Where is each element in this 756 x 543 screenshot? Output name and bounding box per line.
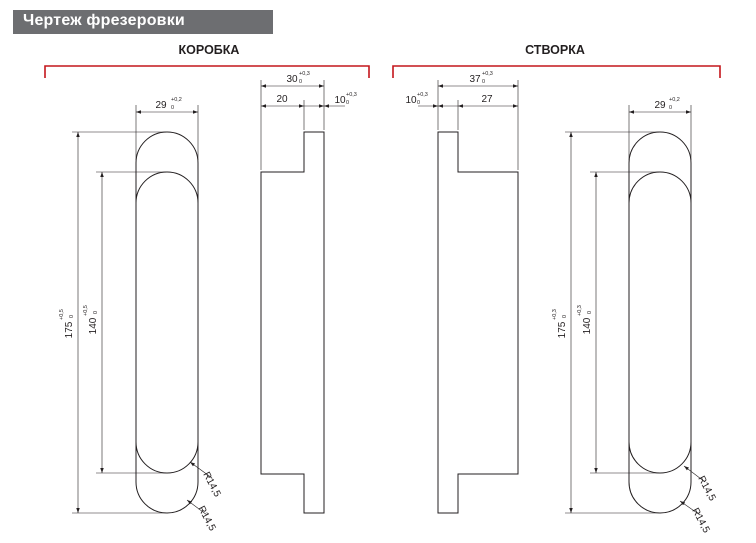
leaf-inner-length-value: 140 xyxy=(582,317,593,334)
box-section-dimensions xyxy=(260,80,345,170)
box-front-view xyxy=(135,131,199,514)
page-title: Чертеж фрезеровки xyxy=(23,12,185,29)
leaf-step-value: 10 xyxy=(405,95,417,106)
box-total-depth-tol-sup: +0,3 xyxy=(299,71,310,77)
leaf-inner-length-tol-sup: +0,3 xyxy=(577,305,583,316)
box-outer-length-value: 175 xyxy=(64,321,75,338)
box-step-tol-sub: 0 xyxy=(346,100,349,106)
box-radius-bottom-label: R14,5 xyxy=(195,504,217,533)
box-inner-length-tol-sup: +0,5 xyxy=(83,305,89,316)
section-label-leaf: СТВОРКА xyxy=(525,43,585,57)
leaf-inner-length-tol-sub: 0 xyxy=(587,311,593,314)
leaf-radius-bottom-label: R14,5 xyxy=(689,506,711,535)
box-step-tol-sup: +0,3 xyxy=(346,92,357,98)
leaf-outer-length-tol-sup: +0,3 xyxy=(552,309,558,320)
box-width-value: 29 xyxy=(155,100,167,111)
box-inner-length-value: 140 xyxy=(88,317,99,334)
box-inner-length-tol-sub: 0 xyxy=(93,311,99,314)
box-length-dimensions xyxy=(72,131,166,514)
leaf-length-dimensions xyxy=(565,131,659,514)
leaf-width-dimension xyxy=(628,105,692,160)
leaf-width-tol-sup: +0,2 xyxy=(669,97,680,103)
leaf-step-tol-sub: 0 xyxy=(417,100,420,106)
leaf-radius-top-label: R14,5 xyxy=(695,474,717,503)
leaf-width-tol-sub: 0 xyxy=(669,105,672,111)
box-width-tol-sub: 0 xyxy=(171,105,174,111)
box-radius-top-label: R14,5 xyxy=(200,470,222,499)
section-label-box: КОРОБКА xyxy=(179,43,240,57)
leaf-step-tol-sup: +0,3 xyxy=(417,92,428,98)
bracket-box xyxy=(44,65,370,78)
bracket-leaf xyxy=(392,65,721,78)
box-step-value: 10 xyxy=(334,95,346,106)
box-width-tol-sup: +0,2 xyxy=(171,97,182,103)
leaf-outer-length-value: 175 xyxy=(557,321,568,338)
box-inner-slot xyxy=(135,171,199,474)
header-bar: Чертеж фрезеровки xyxy=(13,10,273,34)
leaf-total-depth-tol-sub: 0 xyxy=(482,79,485,85)
box-total-depth-value: 30 xyxy=(286,74,298,85)
box-deep-value: 20 xyxy=(276,94,288,105)
leaf-inner-slot xyxy=(628,171,692,474)
box-total-depth-tol-sub: 0 xyxy=(299,79,302,85)
leaf-outer-length-tol-sub: 0 xyxy=(562,315,568,318)
leaf-width-value: 29 xyxy=(654,100,666,111)
leaf-section-profile xyxy=(437,131,519,514)
box-width-dimension xyxy=(135,105,199,160)
leaf-radius-leaders xyxy=(679,465,706,516)
leaf-deep-value: 27 xyxy=(481,94,493,105)
leaf-total-depth-value: 37 xyxy=(469,74,481,85)
box-outer-length-tol-sub: 0 xyxy=(69,315,75,318)
leaf-front-view xyxy=(628,131,692,514)
box-radius-leaders xyxy=(186,461,213,516)
leaf-total-depth-tol-sup: +0,3 xyxy=(482,71,493,77)
leaf-section-dimensions xyxy=(418,80,519,170)
box-section-profile xyxy=(260,131,325,514)
box-outer-length-tol-sup: +0,5 xyxy=(59,309,65,320)
